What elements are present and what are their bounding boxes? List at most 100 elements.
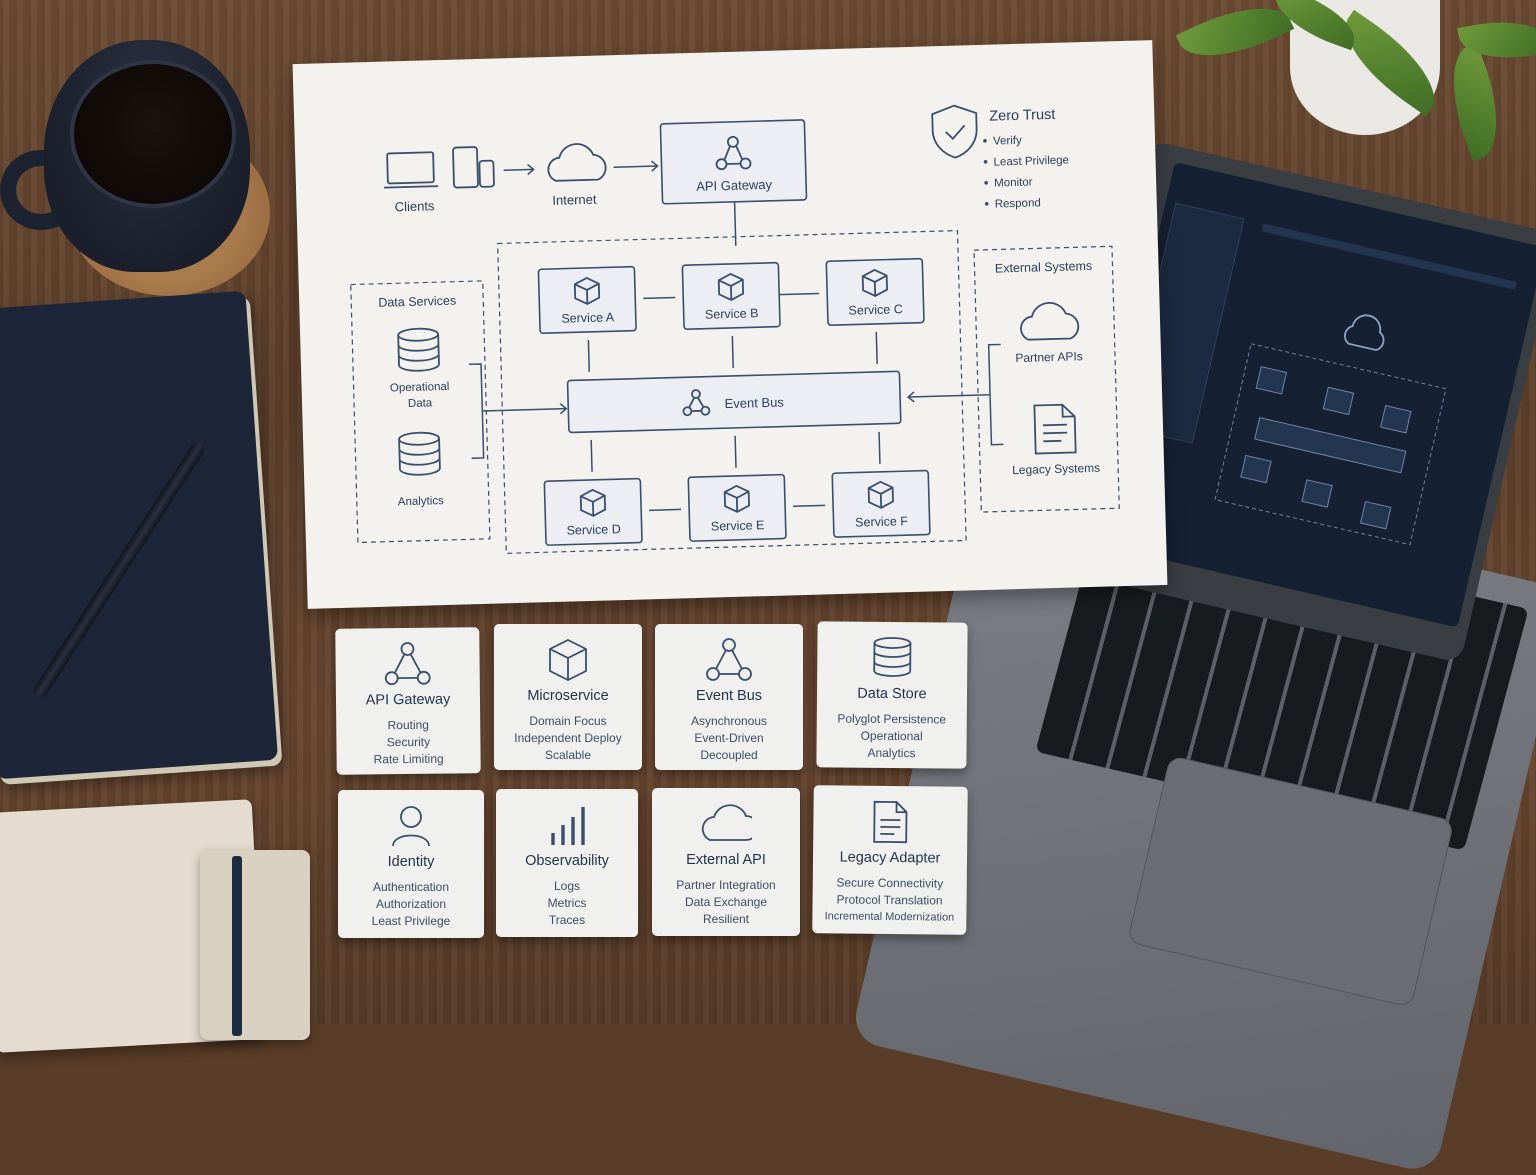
card-line: Least Privilege <box>371 914 451 928</box>
card-line: Protocol Translation <box>836 892 943 908</box>
document-icon <box>873 800 908 844</box>
card-title: API Gateway <box>365 691 451 709</box>
card-line: Event-Driven <box>694 731 764 745</box>
user-icon <box>392 806 430 847</box>
network-icon <box>682 389 711 417</box>
analytics-label: Analytics <box>398 495 445 508</box>
card-line: Authentication <box>372 880 450 894</box>
arrow <box>613 165 658 168</box>
card-title: Microservice <box>527 688 609 704</box>
card-line: Operational <box>860 728 923 744</box>
shield-check-icon <box>931 104 978 159</box>
card-line: Rate Limiting <box>373 751 444 767</box>
coffee <box>70 60 236 208</box>
card-line: Routing <box>387 717 430 733</box>
bullet <box>984 180 988 185</box>
data-services-title: Data Services <box>378 294 456 310</box>
connector <box>468 363 567 460</box>
service-c-label: Service C <box>848 302 903 318</box>
arrow <box>503 168 534 172</box>
network-icon <box>706 638 752 681</box>
database-icon <box>873 637 912 677</box>
card-line: Resilient <box>702 912 750 926</box>
database-icon <box>397 327 440 372</box>
devices-icon <box>452 146 495 189</box>
card-title: Data Store <box>857 685 927 703</box>
connector <box>908 343 1004 446</box>
cube-icon <box>549 638 587 682</box>
zero-trust-item: Verify <box>993 135 1022 148</box>
bar-chart-icon <box>551 807 585 845</box>
cube-icon <box>579 488 607 517</box>
card-title: External API <box>686 852 766 868</box>
zero-trust-item: Respond <box>995 197 1041 210</box>
legacy-systems-label: Legacy Systems <box>1012 461 1100 477</box>
card-line: Incremental Modernization <box>824 910 955 924</box>
card-data-store: Data Store Polyglot Persistence Operatio… <box>816 621 968 769</box>
card-line: Independent Deploy <box>514 731 622 745</box>
service-e-label: Service E <box>711 518 765 533</box>
connector <box>649 504 826 512</box>
zero-trust-item: Least Privilege <box>993 154 1069 168</box>
card-identity: Identity Authentication Authorization Le… <box>338 790 484 938</box>
network-icon <box>384 642 431 686</box>
card-line: Secure Connectivity <box>836 875 944 891</box>
cube-icon <box>861 268 889 297</box>
operational-label: Operational <box>390 381 450 395</box>
clients-label: Clients <box>394 198 435 214</box>
partner-apis-label: Partner APIs <box>1015 349 1083 365</box>
card-microservice: Microservice Domain Focus Independent De… <box>494 624 642 770</box>
arrowhead <box>526 164 535 176</box>
card-external-api: External API Partner Integration Data Ex… <box>652 788 800 936</box>
card-line: Authorization <box>375 897 447 911</box>
arrowhead <box>650 160 659 172</box>
card-line: Data Exchange <box>684 895 768 909</box>
card-title: Observability <box>525 853 609 869</box>
cloud-icon <box>1020 302 1080 341</box>
card-event-bus: Event Bus Asynchronous Event-Driven Deco… <box>655 624 803 770</box>
laptop-icon <box>384 151 439 189</box>
arrowhead <box>559 403 568 415</box>
cloud-icon <box>547 143 607 182</box>
card-line: Logs <box>553 879 581 893</box>
event-bus-box <box>566 370 902 434</box>
card-line: Traces <box>548 913 586 927</box>
card-title: Event Bus <box>695 688 763 704</box>
connector <box>643 292 820 300</box>
operational-label: Data <box>408 397 433 410</box>
arrowhead <box>906 391 915 403</box>
card-line: Polyglot Persistence <box>837 711 947 727</box>
card-line: Decoupled <box>700 748 758 762</box>
zero-trust-item: Monitor <box>994 176 1033 189</box>
book <box>200 850 310 1040</box>
cube-icon <box>723 484 750 513</box>
card-title: Legacy Adapter <box>839 849 941 867</box>
bullet <box>983 160 988 164</box>
bullet <box>983 139 987 143</box>
card-line: Domain Focus <box>529 714 607 728</box>
document-icon <box>1033 403 1077 455</box>
service-d-label: Service D <box>566 522 621 538</box>
architecture-sheet: Clients Internet API Gateway Zero Trust … <box>292 40 1168 609</box>
card-line: Metrics <box>547 896 587 910</box>
internet-label: Internet <box>552 192 597 208</box>
connector <box>733 201 737 246</box>
card-line: Analytics <box>867 745 916 761</box>
zero-trust-title: Zero Trust <box>989 107 1055 125</box>
card-line: Partner Integration <box>676 878 776 892</box>
cloud-icon <box>701 804 752 841</box>
connector <box>587 331 881 472</box>
card-observability: Observability Logs Metrics Traces <box>496 789 638 937</box>
card-api-gateway: API Gateway Routing Security Rate Limiti… <box>335 627 481 775</box>
card-line: Asynchronous <box>690 714 768 728</box>
book-band <box>232 856 242 1036</box>
data-services-group <box>350 280 491 544</box>
card-line: Scalable <box>544 748 592 762</box>
service-a-label: Service A <box>561 310 615 325</box>
event-bus-label: Event Bus <box>724 395 784 412</box>
bullet <box>984 201 989 206</box>
external-systems-title: External Systems <box>995 259 1093 276</box>
cube-icon <box>867 480 894 509</box>
service-f-label: Service F <box>855 514 909 529</box>
cube-icon <box>717 272 745 301</box>
